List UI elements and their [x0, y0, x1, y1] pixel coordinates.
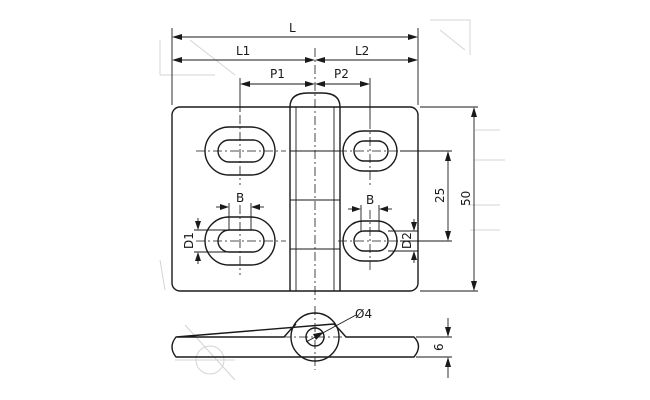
- label-L2: L2: [355, 44, 369, 58]
- slot-left-lower: [217, 229, 265, 253]
- label-6: 6: [432, 343, 446, 351]
- slot-right-lower: [353, 230, 389, 252]
- dimension-25: 25: [400, 150, 452, 242]
- hinge-top-view: [171, 92, 419, 292]
- hinge-plate: [171, 106, 419, 292]
- label-P1: P1: [270, 67, 285, 81]
- slot-left-upper: [217, 139, 265, 163]
- label-L1: L1: [236, 44, 250, 58]
- dimension-6: 6: [416, 318, 452, 378]
- label-B-left: B: [236, 191, 244, 205]
- slot-right-upper: [353, 140, 389, 162]
- label-25: 25: [433, 188, 447, 203]
- hinge-side-view: Ø4: [171, 306, 420, 370]
- background-watermark: [159, 19, 505, 381]
- label-B-right: B: [366, 193, 374, 207]
- dimension-P1-P2: P1 P2: [239, 67, 371, 120]
- label-50: 50: [459, 191, 473, 206]
- center-lines: [196, 48, 410, 300]
- label-P2: P2: [334, 67, 349, 81]
- dimension-L: L: [171, 21, 419, 105]
- label-pin-diameter: Ø4: [355, 307, 372, 321]
- dimension-50: 50: [420, 106, 478, 292]
- dimension-L1-L2: L1 L2: [172, 44, 418, 63]
- dimension-B-left: B: [216, 191, 264, 230]
- dimension-B-right: B: [348, 193, 392, 231]
- dimension-D1: D1: [182, 218, 226, 264]
- label-D1: D1: [182, 232, 196, 249]
- label-L: L: [289, 21, 296, 35]
- hinge-knuckle: [289, 92, 341, 108]
